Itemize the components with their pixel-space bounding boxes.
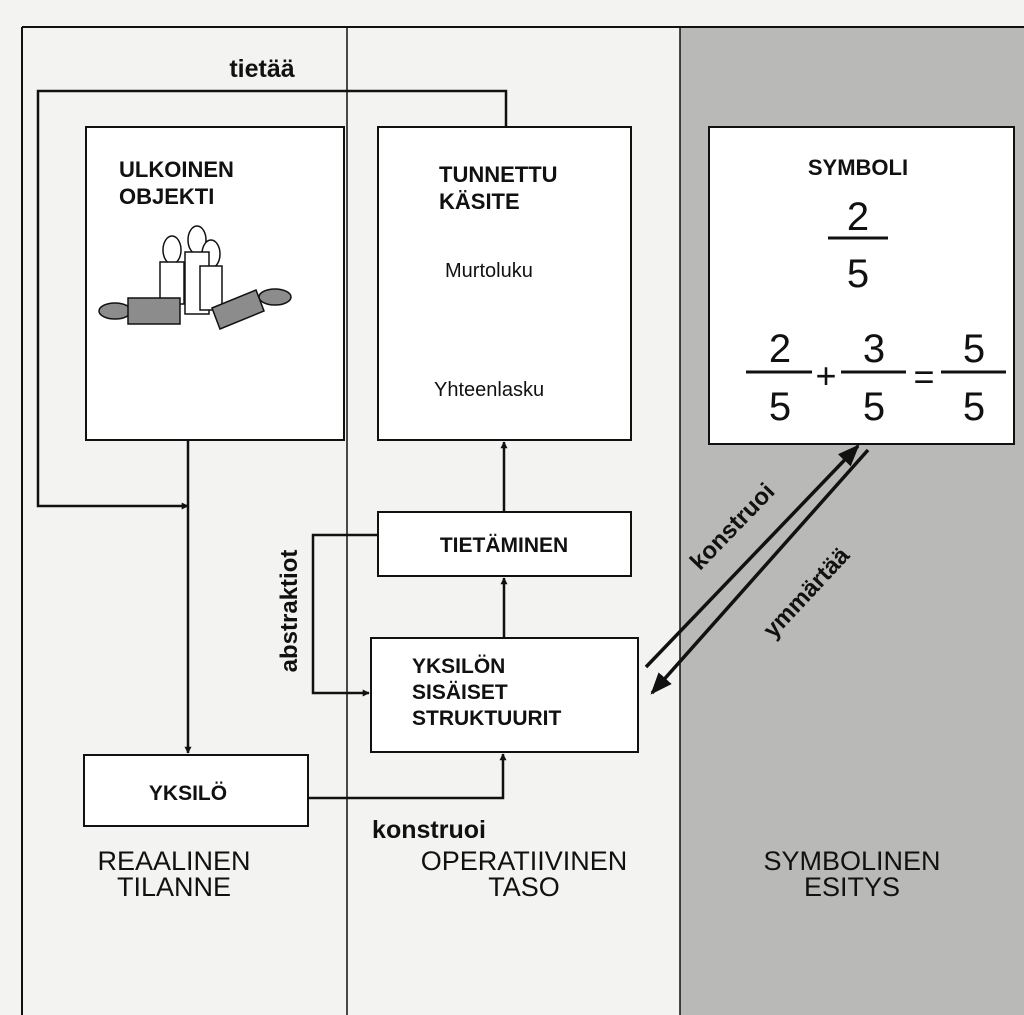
internal-structures-label-2: SISÄISET <box>412 681 508 704</box>
eq-c-denominator: 5 <box>963 385 985 429</box>
column-symbolic-line2: ESITYS <box>804 872 900 902</box>
column-operative-line2: TASO <box>488 872 560 902</box>
internal-structures-label-3: STRUKTUURIT <box>412 707 561 730</box>
external-object-box: ULKOINEN OBJEKTI <box>86 127 344 440</box>
external-object-label-2: OBJEKTI <box>119 184 214 209</box>
external-object-label-1: ULKOINEN <box>119 157 234 182</box>
known-concept-label-1: TUNNETTU <box>439 162 558 187</box>
eq-a-denominator: 5 <box>769 385 791 429</box>
symbol-box: SYMBOLI 2 5 2 5 + 3 5 = 5 5 <box>709 127 1014 444</box>
internal-structures-box: YKSILÖN SISÄISET STRUKTUURIT <box>371 638 638 752</box>
symbol-title: SYMBOLI <box>808 155 908 180</box>
eq-b-denominator: 5 <box>863 385 885 429</box>
known-concept-item-yhteenlasku: Yhteenlasku <box>434 379 544 401</box>
abstractions-label: abstraktiot <box>276 550 303 673</box>
column-real-line2: TILANNE <box>117 872 231 902</box>
column-label-real: REAALINEN TILANNE <box>97 846 250 902</box>
knowing-box: TIETÄMINEN <box>378 512 631 576</box>
eq-equals: = <box>913 356 934 397</box>
individual-label: YKSILÖ <box>149 782 227 805</box>
fraction-numerator: 2 <box>847 195 869 239</box>
known-concept-label-2: KÄSITE <box>439 189 520 214</box>
knows-label: tietää <box>229 55 294 83</box>
fraction-denominator: 5 <box>847 252 869 296</box>
constructs-bottom-label: konstruoi <box>372 816 486 844</box>
individual-box: YKSILÖ <box>84 755 308 826</box>
column-label-operative: OPERATIIVINEN TASO <box>421 846 628 902</box>
known-concept-item-murtoluku: Murtoluku <box>445 260 533 282</box>
eq-a-numerator: 2 <box>769 327 791 371</box>
individual-to-structures-arrow <box>308 754 503 798</box>
abstractions-connector <box>313 535 378 693</box>
eq-plus: + <box>815 355 836 396</box>
eq-c-numerator: 5 <box>963 327 985 371</box>
known-concept-box: TUNNETTU KÄSITE Murtoluku Yhteenlasku <box>378 127 631 440</box>
internal-structures-label-1: YKSILÖN <box>412 655 505 678</box>
eq-b-numerator: 3 <box>863 327 885 371</box>
knowing-label: TIETÄMINEN <box>440 534 568 557</box>
